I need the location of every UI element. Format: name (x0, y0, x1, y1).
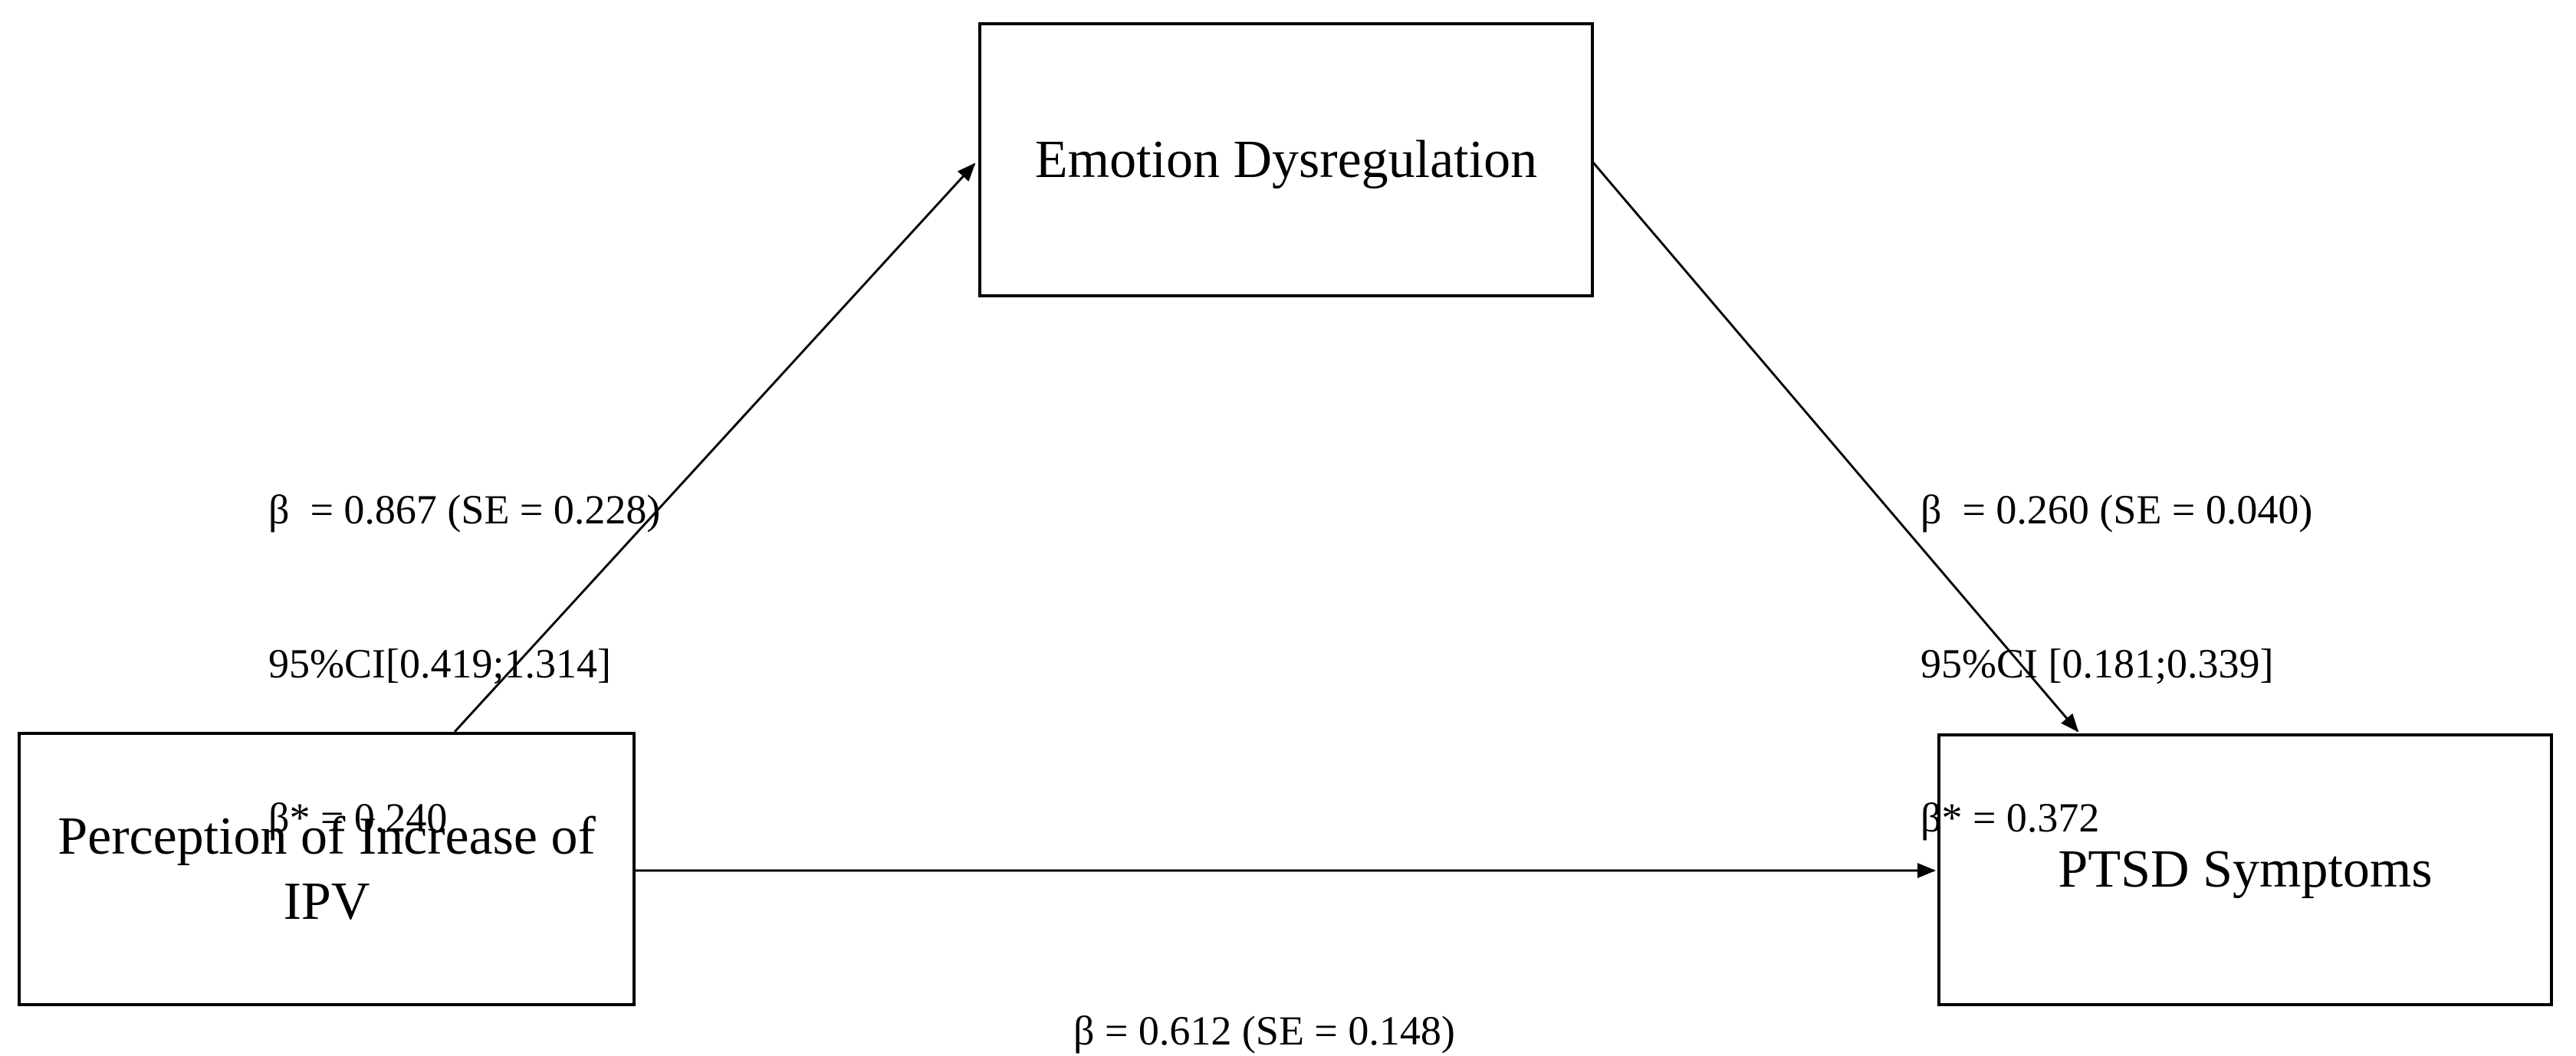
path-a-beta: β = 0.867 (SE = 0.228) (268, 487, 661, 533)
path-a-ci: 95%CI[0.419;1.314] (268, 641, 611, 687)
predictor-label-line2: IPV (283, 872, 370, 931)
path-b-ci: 95%CI [0.181;0.339] (1921, 641, 2274, 687)
path-a-arrow (453, 162, 976, 733)
mediator-node: Emotion Dysregulation (978, 22, 1594, 297)
predictor-label-line1: Perception of Increase of (58, 806, 596, 866)
outcome-label: PTSD Symptoms (2058, 840, 2433, 900)
path-c-prime-beta: β = 0.612 (SE = 0.148) (1073, 1008, 1455, 1054)
outcome-node: PTSD Symptoms (1937, 733, 2553, 1006)
path-b-arrow (1592, 162, 2079, 733)
path-a-beta-std: β* = 0.240 (268, 795, 448, 841)
mediator-label: Emotion Dysregulation (1034, 130, 1538, 189)
predictor-node: Perception of Increase of IPV (18, 732, 636, 1006)
path-b-beta-std: β* = 0.372 (1921, 795, 2100, 841)
path-c-prime-label: β = 0.612 (SE = 0.148) 95%CI [0.321;0.90… (1073, 903, 1455, 1056)
path-a-label: β = 0.867 (SE = 0.228) 95%CI[0.419;1.314… (268, 382, 660, 946)
path-b-beta: β = 0.260 (SE = 0.040) (1921, 487, 2313, 533)
path-b-label: β = 0.260 (SE = 0.040) 95%CI [0.181;0.33… (1921, 382, 2312, 946)
